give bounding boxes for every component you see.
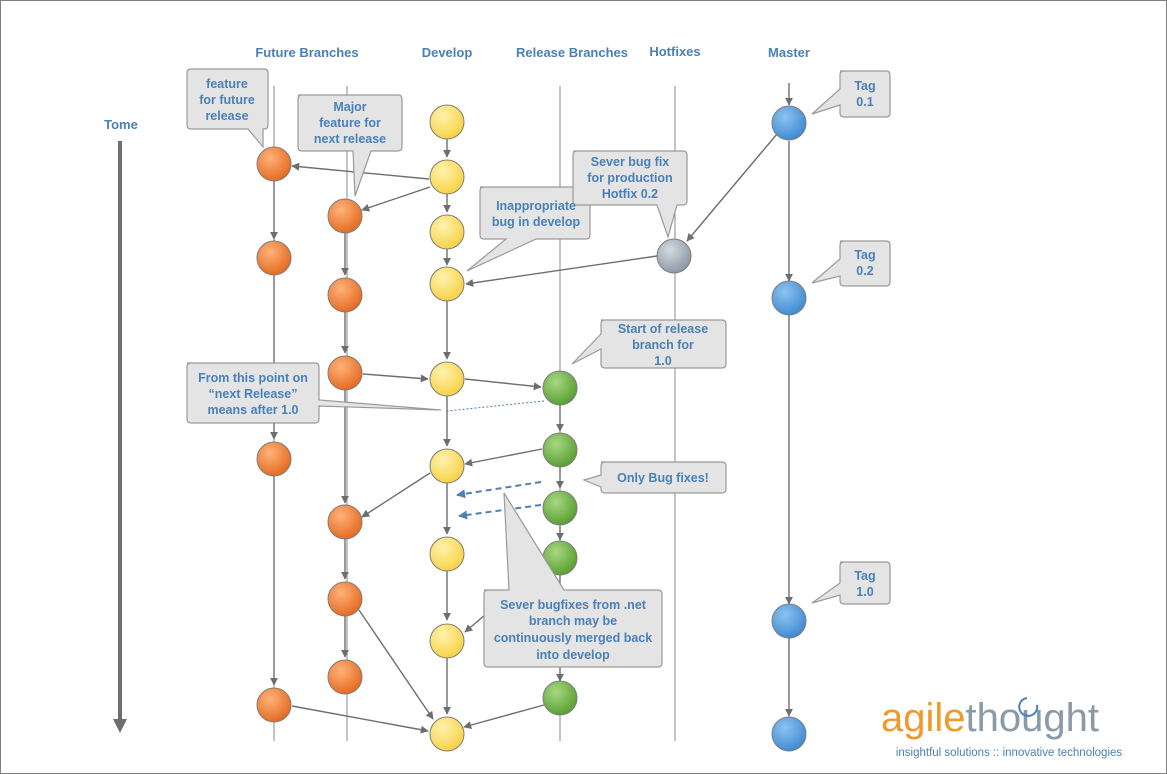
callout-start-release-line-1: Start of release bbox=[618, 322, 708, 336]
callout-tag-10-line-1: Tag bbox=[854, 569, 875, 583]
callout-tag-02-line-1: Tag bbox=[854, 248, 875, 262]
cherry-pick-arrow-lower bbox=[458, 504, 542, 520]
release-commit bbox=[542, 680, 578, 716]
callout-next-release-line-2: “next Release” bbox=[209, 387, 298, 401]
develop-commit bbox=[429, 716, 465, 752]
master-commit bbox=[771, 716, 807, 752]
feature-commit bbox=[256, 146, 292, 182]
callout-future-feature-line-3: release bbox=[205, 109, 248, 123]
develop-commit bbox=[429, 623, 465, 659]
callout-tag-01-line-1: Tag bbox=[854, 79, 875, 93]
cherry-pick-arrow-upper bbox=[456, 481, 542, 499]
feature-commit bbox=[256, 240, 292, 276]
callout-tag-02-line-2: 0.2 bbox=[856, 264, 873, 278]
callout-severe-bug-line-3: Hotfix 0.2 bbox=[602, 187, 658, 201]
callout-severe-bugfixes-line-4: into develop bbox=[536, 648, 610, 662]
time-axis-label: Tome bbox=[104, 117, 138, 132]
feature-commit bbox=[327, 581, 363, 617]
callout-start-release-line-3: 1.0 bbox=[654, 354, 671, 368]
develop-commit bbox=[429, 448, 465, 484]
lane-title-future-branches: Future Branches bbox=[255, 45, 358, 60]
master-commit bbox=[771, 105, 807, 141]
callout-major-feature-line-3: next release bbox=[314, 132, 386, 146]
release-commit bbox=[542, 490, 578, 526]
callout-start-release-line-2: branch for bbox=[632, 338, 694, 352]
develop-commit bbox=[429, 266, 465, 302]
develop-commit bbox=[429, 536, 465, 572]
callout-future-feature-line-2: for future bbox=[199, 93, 255, 107]
callout-inappropriate-bug-line-1: Inappropriate bbox=[496, 199, 576, 213]
lane-title-master: Master bbox=[768, 45, 810, 60]
master-commit bbox=[771, 603, 807, 639]
release-commit bbox=[542, 432, 578, 468]
develop-commit bbox=[429, 361, 465, 397]
develop-commit bbox=[429, 104, 465, 140]
callout-major-feature bbox=[297, 94, 403, 197]
agilethought-logo: agilethought insightful solutions :: inn… bbox=[881, 696, 1122, 759]
commit-nodes bbox=[256, 104, 807, 752]
callout-severe-bugfixes-line-3: continuously merged back bbox=[494, 631, 652, 645]
callout-next-release-line-3: means after 1.0 bbox=[207, 403, 298, 417]
callout-future-feature-line-1: feature bbox=[206, 77, 248, 91]
callout-major-feature-line-2: feature for bbox=[319, 116, 381, 130]
develop-commit bbox=[429, 159, 465, 195]
feature-commit bbox=[327, 659, 363, 695]
callout-next-release bbox=[186, 362, 442, 424]
callout-major-feature-line-1: Major bbox=[333, 100, 366, 114]
logo-swirl-icon bbox=[1018, 697, 1039, 717]
callout-tag-10-line-2: 1.0 bbox=[856, 585, 873, 599]
callout-severe-bugfixes-line-2: branch may be bbox=[529, 614, 617, 628]
callout-tag-10 bbox=[811, 561, 891, 605]
feature-commit bbox=[327, 277, 363, 313]
feature-commit bbox=[327, 504, 363, 540]
callout-shapes bbox=[186, 68, 891, 668]
callout-texts: feature for future release Major feature… bbox=[198, 77, 876, 662]
callout-tag-01-line-2: 0.1 bbox=[856, 95, 873, 109]
callout-severe-bug-fix bbox=[572, 150, 688, 240]
callout-severe-bugfixes-line-1: Sever bugfixes from .net bbox=[500, 598, 647, 612]
callout-inappropriate-bug-line-2: bug in develop bbox=[492, 215, 581, 229]
callout-severe-bug-line-1: Sever bug fix bbox=[591, 155, 670, 169]
callout-only-bug-fixes-line-1: Only Bug fixes! bbox=[617, 471, 709, 485]
callout-tag-02 bbox=[811, 240, 891, 287]
feature-commit bbox=[256, 441, 292, 477]
release-cutoff-line bbox=[446, 400, 545, 412]
logo-thought: thought bbox=[966, 696, 1099, 740]
callout-next-release-line-1: From this point on bbox=[198, 371, 308, 385]
release-commit bbox=[542, 370, 578, 406]
logo-wordmark: agilethought bbox=[881, 696, 1099, 740]
callout-start-release bbox=[571, 319, 727, 369]
callout-only-bug-fixes bbox=[582, 461, 727, 494]
develop-commit bbox=[429, 214, 465, 250]
callout-future-feature bbox=[186, 68, 269, 149]
logo-tagline: insightful solutions :: innovative techn… bbox=[896, 747, 1123, 759]
callout-severe-bugfixes bbox=[483, 492, 663, 668]
lane-title-develop: Develop bbox=[422, 45, 473, 60]
logo-agile: agile bbox=[881, 696, 966, 740]
callout-severe-bug-line-2: for production bbox=[587, 171, 672, 185]
feature-commit bbox=[256, 687, 292, 723]
feature-commit bbox=[327, 198, 363, 234]
hotfix-commit bbox=[656, 238, 692, 274]
feature-commit bbox=[327, 355, 363, 391]
lane-title-release-branches: Release Branches bbox=[516, 45, 628, 60]
master-commit bbox=[771, 280, 807, 316]
lane-title-hotfixes: Hotfixes bbox=[649, 44, 700, 59]
callout-tag-01 bbox=[811, 70, 891, 118]
